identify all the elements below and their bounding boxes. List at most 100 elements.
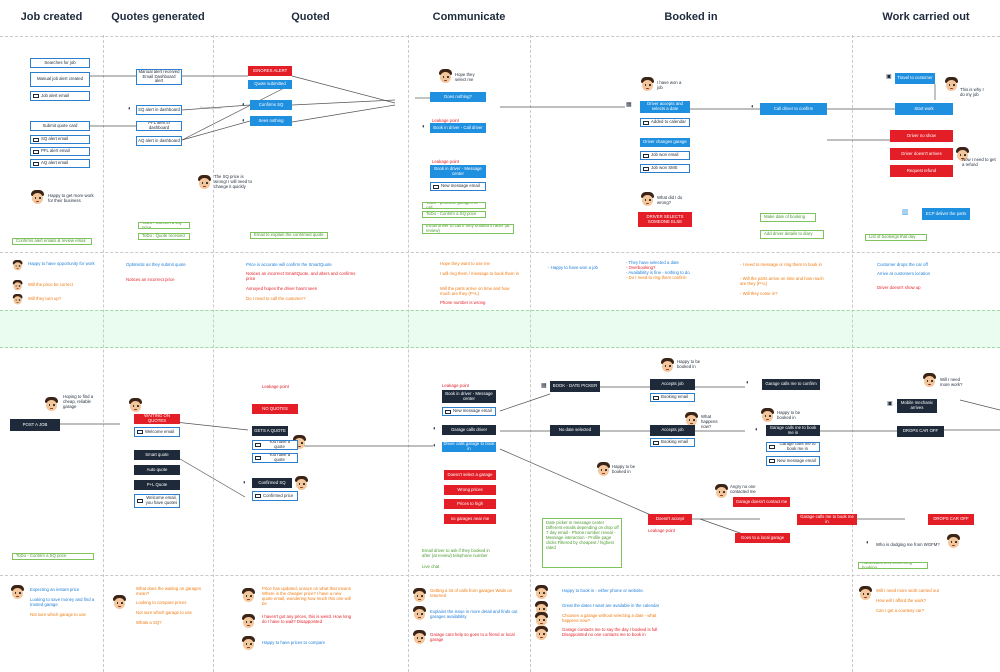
phone-icon: ◐ (751, 104, 755, 110)
phone-icon: ◐ (433, 426, 437, 432)
persona-thought: What did I do wrong? (657, 195, 683, 206)
welcome-email-label: Welcome email (145, 428, 175, 434)
new-message-email-label: New message email (441, 183, 480, 189)
email-icon (137, 499, 143, 503)
confirmed-sq-box: Confirmed SQ (252, 478, 292, 488)
waiting-quotes-box: WAITING ON QUOTES (134, 414, 180, 424)
garage-persona-avatar (30, 190, 45, 205)
phone-icon: ◐ (242, 102, 246, 108)
accepts-job-box: Accepts job (650, 379, 695, 390)
new-message-email-box: New message email (442, 407, 496, 416)
feeling-note: Will they turn up? (28, 296, 62, 301)
sms-icon (643, 166, 649, 171)
feeling-note: - Will the parts arrive on time and how … (740, 276, 824, 287)
persona-thought: This is why I do my job (960, 87, 984, 98)
feeling-note: Hope they want to use me (440, 261, 490, 266)
email-icon (33, 161, 39, 166)
todo-note: Date picker in message center Different … (542, 518, 622, 568)
garage-book-box: Garage calls me to book me in (766, 425, 820, 436)
column-separator (408, 0, 409, 672)
added-calendar-label: Added to calendar (651, 119, 686, 125)
row-separator (0, 36, 1000, 37)
feeling-note: Do I need to call the customer? (246, 296, 306, 301)
you-have-quote-box: You have a quote (252, 440, 298, 450)
persona-thought: Who is dodging me from WGFM? (876, 542, 940, 547)
quote-submitted-box: Quote submitted (248, 80, 292, 89)
row-separator (0, 252, 1000, 253)
feeling-note: Happy to book in - either phone or websi… (562, 588, 644, 593)
todo-note: ToDo - Confirm a SQ price (422, 211, 486, 218)
feeling-note: What does the waiting on garages mean? (136, 586, 201, 597)
column-separator (852, 0, 853, 672)
persona-avatar (534, 585, 549, 600)
start-work-box: Start work (895, 103, 953, 115)
new-message-email-box: New message email (766, 456, 820, 466)
persona-avatar (241, 588, 256, 603)
driver-persona-avatar (684, 412, 699, 427)
sms-icon (255, 456, 261, 460)
feeling-note: Garage contacts me to say the day I book… (562, 627, 658, 638)
email-icon (653, 440, 659, 445)
driver-persona-avatar (44, 397, 59, 412)
todo-note: ToDo - Confirm a SQ price (12, 553, 94, 560)
book-date-picker-box: BOOK - DATE PICKER (550, 381, 600, 392)
request-refund-box: Request refund (890, 165, 953, 177)
call-driver-box: Call driver to confirm (760, 103, 827, 115)
ecp-deliver-box: ECP deliver the parts (922, 208, 970, 220)
job-won-email-box: Job won email (640, 151, 690, 160)
gets-quote-box: GETS A QUOTE (252, 426, 288, 436)
driver-changes-box: Driver changes garage (640, 138, 690, 147)
car-icon: ▣ (887, 401, 893, 407)
column-header: Quotes generated (103, 0, 213, 34)
persona-thought: Happy to be booked in (612, 464, 636, 475)
feeling-note: - Overbooking? (626, 265, 656, 270)
feeling-note: Whats a SQ? (136, 620, 162, 625)
driver-persona-avatar (760, 408, 775, 423)
feeling-note: Arrive at customers location (877, 271, 931, 276)
sq-alert-email-box: SQ alert email (30, 135, 90, 144)
feeling-note: Can I get a courtesy car? (876, 608, 925, 613)
feeling-note: Price has updated, unsure on what that m… (262, 586, 351, 607)
does-nothing-box: Does nothing? (430, 92, 486, 102)
column-separator (213, 0, 214, 672)
welcome-email-box: Welcome email (134, 427, 180, 437)
phone-icon: ◐ (422, 124, 426, 130)
feeling-note: - Do I need to ring them confirm (626, 275, 687, 280)
feeling-note: Great the dates I want are available in … (562, 603, 660, 608)
phone-icon: ◐ (433, 443, 437, 449)
phone-icon: ◐ (128, 106, 132, 112)
todo-note: ToDo - prioritise garages to call (422, 202, 486, 209)
phone-icon: ◐ (746, 380, 750, 386)
feeling-note: Getting a lot of calls from garages Wait… (430, 588, 512, 599)
todo-note: ToDo : Quote received (138, 233, 190, 240)
feeling-note: Phone number is wrong (440, 300, 486, 305)
booking-email-box: Booking email (650, 438, 695, 447)
welcome-email-quotes-box: Welcome email, you have quotes (134, 494, 180, 508)
mobile-mechanic-box: Mobile mechanic arrives (897, 399, 937, 413)
post-a-job-box: POST A JOB (10, 419, 60, 431)
persona-thought: Hoping to find a cheap, reliable garage (63, 394, 94, 410)
feeling-note: Choosen a garage without selecting a dat… (562, 613, 657, 624)
row-separator (0, 575, 1000, 576)
new-message-email-label: New message email (453, 408, 492, 414)
column-separator (530, 0, 531, 672)
column-header: Work carried out (852, 0, 1000, 34)
email-icon (433, 184, 439, 189)
persona-avatar (10, 585, 25, 600)
todo-note: Email to explain the confirmed quote (250, 232, 328, 239)
garage-book-red-box: Garage calls me to book me in (797, 514, 857, 525)
column-header: Quoted (213, 0, 408, 34)
driver-persona-avatar (128, 398, 143, 413)
leakage-point-label: Leakage point (442, 383, 469, 388)
driver-persona-avatar (660, 358, 675, 373)
todo-note: Live chat (422, 564, 440, 569)
aq-alert-email-box: AQ alert email (30, 159, 90, 168)
you-have-quote-label: You have a quote (268, 453, 291, 462)
divider-band (0, 310, 1000, 348)
feeling-note: - Will they come in? (740, 291, 778, 296)
todo-note: ToDo : Confirm a SQ price (138, 222, 190, 229)
doesnt-accept-box: Doesn't accept (648, 514, 692, 525)
phone-icon: ◐ (242, 118, 246, 124)
feeling-note: How will I afford the work? (876, 598, 927, 603)
auto-quote-box: Auto quote (134, 465, 180, 475)
